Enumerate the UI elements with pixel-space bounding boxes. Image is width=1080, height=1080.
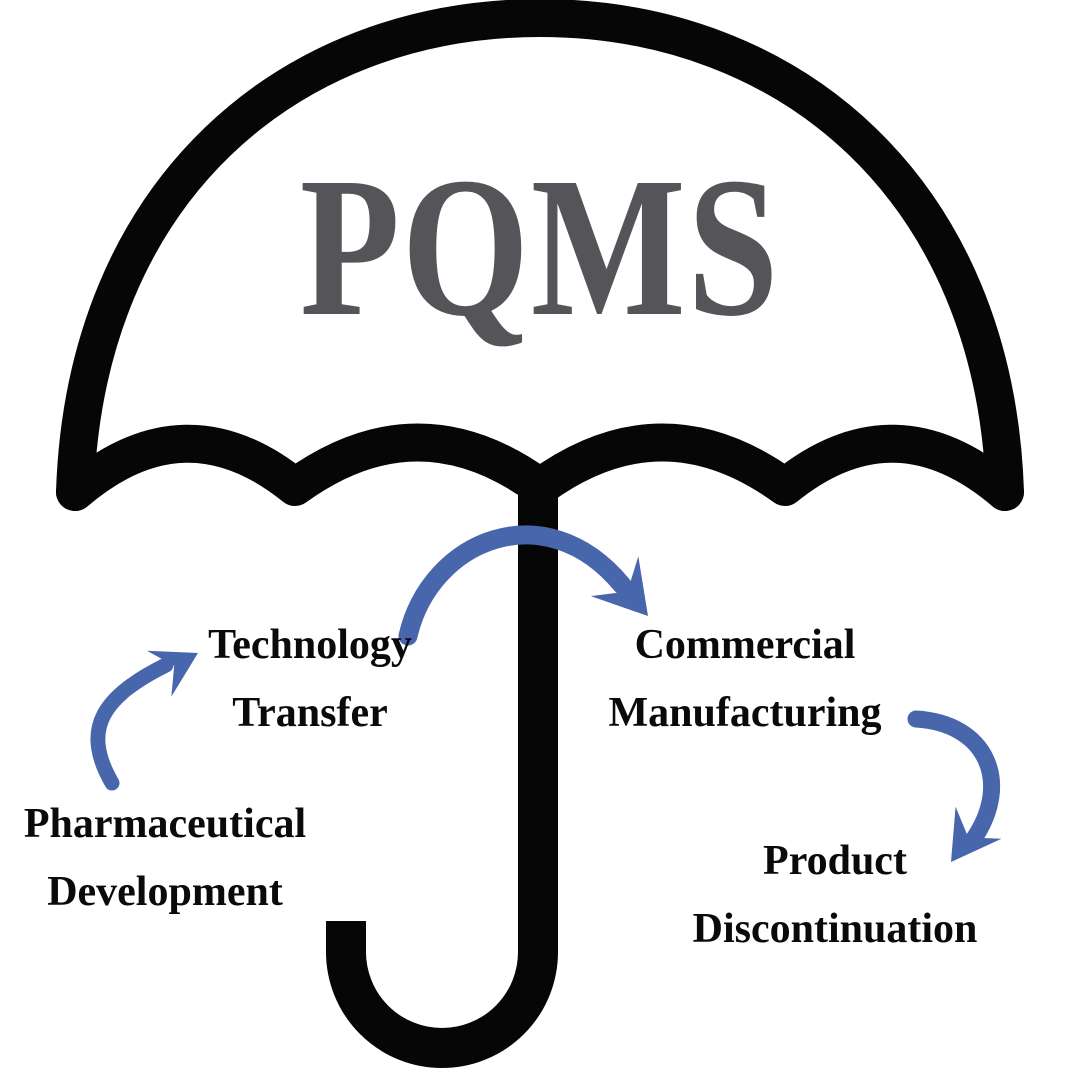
stage-label-line: Discontinuation <box>692 906 978 952</box>
arrow-head-icon <box>146 650 198 697</box>
umbrella-tip <box>520 0 558 26</box>
stage-label-line: Transfer <box>232 690 388 736</box>
stage-pharmaceutical-development: Pharmaceutical Development <box>0 790 330 926</box>
pqms-title: PQMS <box>299 137 781 358</box>
umbrella-handle <box>326 480 558 1068</box>
arrow-curve <box>398 525 632 646</box>
stage-label-line: Manufacturing <box>608 690 882 736</box>
arrow-manufacturing-to-discontinuation <box>907 710 1002 862</box>
stage-label-line: Pharmaceutical <box>23 801 307 847</box>
stage-technology-transfer: Technology Transfer <box>150 611 470 747</box>
stage-label-line: Product <box>763 838 907 884</box>
arrow-curve <box>90 657 174 791</box>
arrow-head-icon <box>590 556 648 616</box>
stage-label-line: Technology <box>208 622 412 668</box>
arrow-head-icon <box>951 806 1002 862</box>
arrow-development-to-transfer <box>90 650 198 791</box>
stage-label-line: Development <box>47 869 283 915</box>
stage-commercial-manufacturing: Commercial Manufacturing <box>585 611 905 747</box>
arrow-transfer-to-manufacturing <box>398 525 648 646</box>
stage-label-line: Commercial <box>634 622 856 668</box>
arrow-curve <box>907 710 1001 849</box>
stage-product-discontinuation: Product Discontinuation <box>665 827 1005 963</box>
